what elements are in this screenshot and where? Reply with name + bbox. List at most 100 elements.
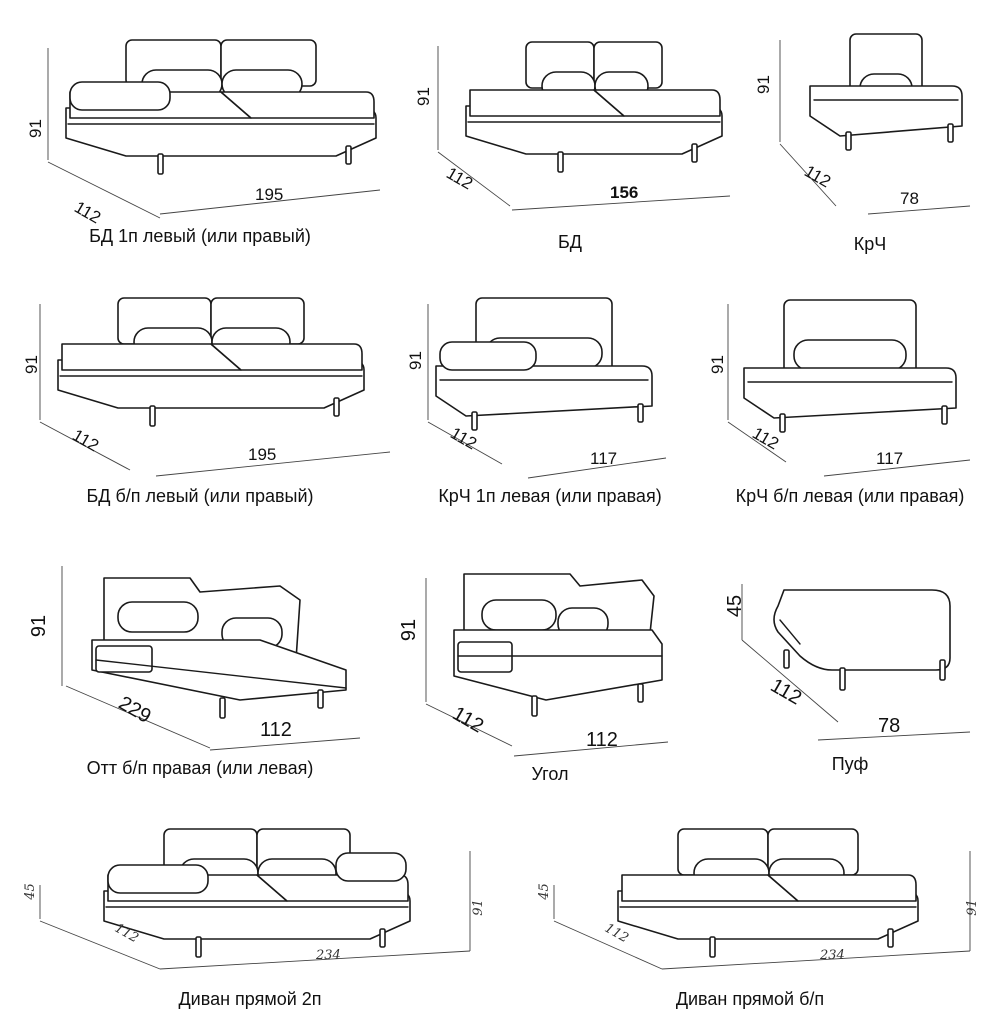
leg	[379, 928, 386, 948]
module-caption: БД б/п левый (или правый)	[86, 486, 314, 506]
depth-dimension-line	[553, 920, 663, 970]
ottoman-drawing	[61, 566, 361, 751]
depth-dimension-line	[425, 703, 513, 747]
chair-drawing	[779, 33, 971, 215]
base-edge-line	[95, 659, 347, 689]
height-label: 91	[405, 351, 425, 370]
chair-base	[435, 365, 653, 417]
ottoman-base	[91, 639, 347, 701]
leg	[557, 151, 564, 173]
sofa-drawing	[47, 39, 381, 219]
leg	[149, 405, 156, 427]
depth-dimension-line	[741, 639, 839, 723]
seat-cushion	[767, 874, 917, 902]
depth-dimension-line	[727, 421, 787, 463]
sofa-drawing	[39, 828, 471, 970]
height-label: 91	[413, 87, 433, 106]
leg	[845, 131, 852, 151]
leg	[317, 689, 324, 709]
module-caption: Пуф	[831, 754, 869, 774]
width-dimension-line	[527, 457, 667, 479]
depth-dimension-line	[437, 151, 511, 207]
module-bd-1p: 91 112 195 БД 1п левый (или правый)	[0, 30, 400, 250]
width-dimension-line	[817, 731, 971, 741]
width-dimension-line	[159, 950, 471, 970]
width-dimension-line	[823, 459, 971, 477]
module-caption: БД 1п левый (или правый)	[89, 226, 311, 246]
seat-cushion	[210, 343, 363, 371]
module-caption: Отт б/п правая (или левая)	[86, 758, 314, 778]
seat-cushion	[61, 343, 242, 371]
module-caption: Угол	[531, 764, 569, 784]
module-bd-bp: 91 112 195 БД б/п левый (или правый)	[0, 290, 400, 520]
armrest-left	[69, 81, 171, 111]
width-dimension-line	[155, 451, 391, 477]
module-puf: 45 112 78 Пуф	[700, 560, 1000, 790]
depth-dimension-line	[47, 161, 161, 219]
chair-drawing	[427, 297, 667, 479]
module-divan-bp: 45 91 112 234 Диван прямой б/п	[500, 815, 1000, 1015]
module-ugol: 91 112 112 Угол	[398, 560, 700, 790]
leg	[691, 143, 698, 163]
leg	[333, 397, 340, 417]
storage-drawer	[457, 641, 513, 673]
armrest-left	[107, 864, 209, 894]
width-label: 112	[586, 729, 618, 751]
width-label: 195	[255, 185, 284, 204]
module-krch-bp: 91 112 117 КрЧ б/п левая (или правая)	[700, 290, 1000, 520]
height-label: 45	[724, 594, 747, 618]
pouf-edge-line	[779, 619, 801, 645]
width-dimension-line	[209, 737, 361, 751]
armrest-left	[439, 341, 537, 371]
sofa-drawing	[39, 297, 391, 477]
seat-cushion	[220, 91, 375, 119]
module-caption: КрЧ б/п левая (или правая)	[735, 486, 965, 506]
module-krch-1p: 91 112 117 КрЧ 1п левая (или правая)	[400, 290, 700, 520]
sofa-drawing	[437, 41, 731, 211]
corner-drawing	[425, 573, 669, 757]
width-label: 78	[878, 715, 901, 737]
leg	[637, 403, 644, 423]
width-label: 117	[876, 449, 904, 468]
leg	[779, 413, 786, 433]
depth-dimension-line	[779, 143, 837, 207]
leg	[839, 667, 846, 691]
height-label: 91	[21, 355, 41, 374]
height-label: 91	[28, 614, 51, 638]
bolster-pillow	[481, 599, 557, 631]
height-label: 91	[470, 899, 486, 916]
armrest-right	[335, 852, 407, 882]
bolster-pillow	[117, 601, 199, 633]
width-label: 117	[590, 449, 618, 468]
width-label: 234	[820, 948, 845, 963]
module-caption: Диван прямой 2п	[178, 989, 322, 1009]
pouf-drawing	[741, 584, 971, 741]
width-dimension-line	[159, 189, 381, 215]
leg	[531, 695, 538, 717]
storage-drawer	[95, 645, 153, 673]
module-divan-2p: 45 91 112 234 Диван прямой 2п	[0, 815, 500, 1015]
leg	[939, 659, 946, 681]
height-label: 91	[707, 355, 727, 374]
module-caption: КрЧ	[853, 234, 887, 254]
depth-dimension-line	[65, 685, 211, 749]
width-label: 78	[900, 189, 919, 208]
leg	[709, 936, 716, 958]
width-dimension-line	[867, 205, 971, 215]
module-caption: КрЧ 1п левая (или правая)	[438, 486, 662, 506]
height-label: 91	[25, 119, 45, 138]
chair-base	[809, 85, 963, 137]
leg	[157, 153, 164, 175]
module-ott: 91 229 112 Отт б/п правая (или левая)	[0, 560, 400, 790]
depth-dimension-line	[427, 421, 503, 465]
module-caption: БД	[557, 232, 582, 252]
seat-height-label: 45	[22, 883, 38, 900]
height-label: 91	[398, 618, 421, 642]
leg	[947, 123, 954, 143]
seat-height-label: 45	[536, 883, 552, 900]
leg	[471, 411, 478, 431]
width-label: 195	[248, 445, 277, 464]
leg	[941, 405, 948, 425]
leg	[637, 683, 644, 703]
